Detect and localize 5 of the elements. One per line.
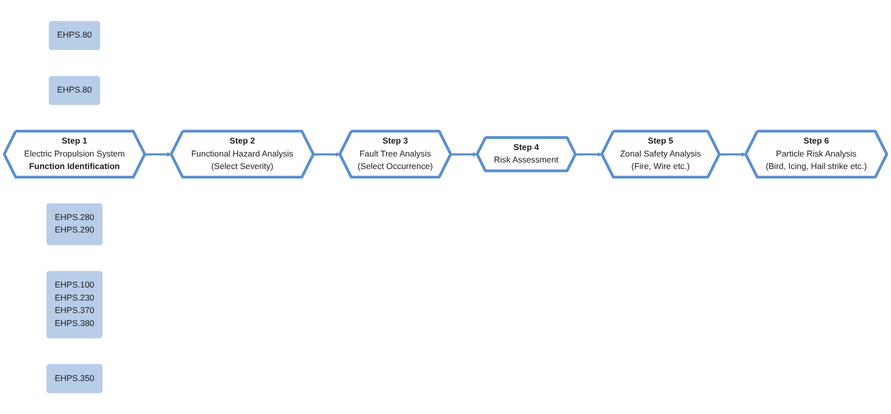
arrow [450,152,478,157]
arrow [144,152,172,157]
arrow [314,152,340,157]
arrow [720,152,746,157]
arrow [576,152,602,157]
